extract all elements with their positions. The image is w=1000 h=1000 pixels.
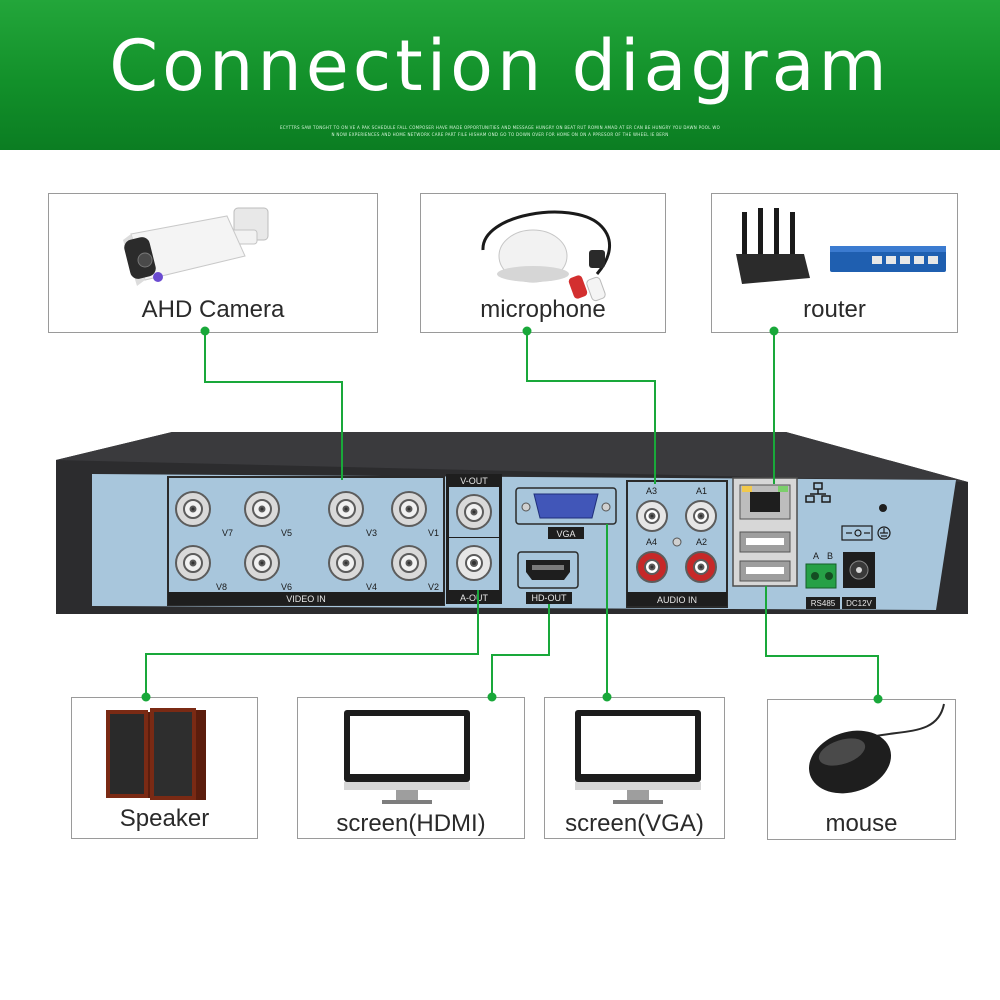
rs485-label: RS485 [811, 599, 836, 608]
rca-a3 [636, 500, 668, 532]
camera-label: AHD Camera [141, 296, 285, 323]
line-camera [204, 331, 343, 480]
channel-label-v5: V5 [281, 528, 292, 538]
fine-print-line-2: N NOW EXPERIENCES AND HOME NETWORK CARE … [331, 132, 669, 137]
audio-label-a2: A2 [696, 537, 707, 547]
speaker-box: Speaker [71, 697, 258, 839]
speaker-label: Speaker [119, 805, 210, 832]
microphone-label: microphone [480, 296, 606, 323]
header-fine-print: ECYTTRS SAW TONGHT TO ON VE A PAK SCHEDU… [200, 124, 800, 138]
channel-label-v2: V2 [428, 582, 439, 592]
video-in-label: VIDEO IN [286, 594, 326, 604]
bnc-v3 [328, 491, 364, 527]
dc12v-label: DC12V [846, 599, 872, 608]
dc-polarity-icon [841, 525, 873, 541]
bnc-vout [456, 494, 492, 530]
bnc-v8 [175, 545, 211, 581]
line-mouse [765, 586, 879, 699]
hdmi-frame [517, 551, 579, 589]
connector-lines [145, 331, 879, 699]
rca-a4 [636, 551, 668, 583]
audio-label-a4: A4 [646, 537, 657, 547]
ground-icon [877, 526, 891, 540]
line-speaker [145, 590, 479, 697]
line-hdmi [491, 604, 550, 697]
mouse-box: mouse [767, 699, 956, 840]
bnc-v2 [391, 545, 427, 581]
rca-aout [456, 545, 492, 581]
rs485-a-label: A [813, 551, 819, 561]
vga-frame [515, 487, 617, 525]
connector-dots [141, 326, 883, 704]
mouse-icon [808, 703, 945, 794]
rca-a2 [685, 551, 717, 583]
vga-port [533, 493, 599, 519]
speaker-icon [106, 708, 206, 800]
screen-hdmi-box: screen(HDMI) [297, 697, 525, 839]
vout-label: V-OUT [460, 476, 488, 486]
audio-label-a3: A3 [646, 486, 657, 496]
audio-label-a1: A1 [696, 486, 707, 496]
camera-icon [123, 207, 269, 286]
fine-print-line-1: ECYTTRS SAW TONGHT TO ON VE A PAK SCHEDU… [279, 125, 721, 130]
router-label: router [803, 296, 866, 323]
microphone-box: microphone [420, 193, 666, 333]
vga-label: VGA [556, 529, 575, 539]
screen-vga-label: screen(VGA) [565, 810, 704, 837]
page-title: Connection diagram [109, 25, 891, 107]
bnc-v4 [328, 545, 364, 581]
line-microphone [526, 331, 656, 484]
channel-label-v8: V8 [216, 582, 227, 592]
header-banner: Connection diagram ECYTTRS SAW TONGHT TO… [0, 0, 1000, 150]
monitor-vga-icon [575, 710, 701, 804]
monitor-hdmi-icon [344, 710, 470, 804]
bnc-v6 [244, 545, 280, 581]
mouse-label: mouse [825, 810, 898, 837]
bnc-v7 [175, 491, 211, 527]
hd-out-label: HD-OUT [532, 593, 567, 603]
channel-label-v4: V4 [366, 582, 377, 592]
router-icon [736, 208, 946, 284]
network-icon [805, 482, 831, 503]
bnc-v1 [391, 491, 427, 527]
audio-in-label: AUDIO IN [657, 595, 697, 605]
reset-hole [879, 504, 887, 512]
rca-a1 [685, 500, 717, 532]
camera-box: AHD Camera [48, 193, 378, 333]
screen-vga-box: screen(VGA) [544, 697, 725, 839]
channel-label-v3: V3 [366, 528, 377, 538]
channel-label-v1: V1 [428, 528, 439, 538]
bnc-v5 [244, 491, 280, 527]
microphone-icon [481, 210, 612, 302]
audio-in-frame [626, 480, 728, 608]
rs485-b-label: B [827, 551, 833, 561]
router-box: router [711, 193, 958, 333]
channel-label-v7: V7 [222, 528, 233, 538]
aout-label: A-OUT [460, 593, 489, 603]
screen-hdmi-label: screen(HDMI) [336, 810, 486, 837]
channel-label-v6: V6 [281, 582, 292, 592]
lan-port [750, 492, 780, 512]
